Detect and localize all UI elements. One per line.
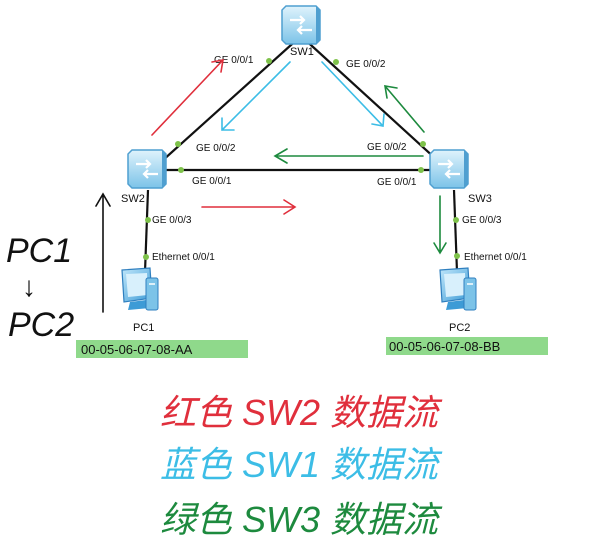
links xyxy=(143,35,459,273)
port-label: GE 0/0/3 xyxy=(152,215,192,226)
mac-box-pc1 xyxy=(76,340,248,358)
switch-icon xyxy=(281,5,321,45)
handwritten-annotation: PC1 ↓ PC2 xyxy=(6,232,74,344)
red-arrow-sw2-to-sw3 xyxy=(201,199,297,215)
link-sw1-sw3 xyxy=(300,35,449,171)
port-dot xyxy=(145,217,151,223)
port-dot xyxy=(175,141,181,147)
port-dot xyxy=(420,141,426,147)
port-dots xyxy=(143,58,460,260)
black-up-arrow xyxy=(95,192,111,313)
green-flow-arrows xyxy=(273,85,447,255)
link-sw1-sw2 xyxy=(151,35,302,171)
legend-red: 红色 SW2 数据流 xyxy=(160,392,443,433)
blue-arrow-sw1-to-sw3 xyxy=(321,61,385,127)
device-label-sw3: SW3 xyxy=(468,193,492,205)
port-dot xyxy=(454,253,460,259)
switch-sw3[interactable] xyxy=(429,149,469,189)
legend: 红色 SW2 数据流 蓝色 SW1 数据流 绿色 SW3 数据流 xyxy=(160,392,443,540)
port-label: GE 0/0/2 xyxy=(367,142,407,153)
device-label-sw1: SW1 xyxy=(290,46,314,58)
green-arrow-sw3-to-sw1 xyxy=(384,85,425,133)
port-label: GE 0/0/3 xyxy=(462,215,502,226)
mac-box-pc2 xyxy=(386,337,548,355)
legend-blue: 蓝色 SW1 数据流 xyxy=(160,444,443,485)
green-arrow-sw3-to-pc2 xyxy=(433,195,447,255)
mac-address-pc2: 00-05-06-07-08-BB xyxy=(389,339,500,354)
pc-icon xyxy=(439,267,477,311)
device-label-pc2: PC2 xyxy=(449,322,470,334)
port-dot xyxy=(143,254,149,260)
port-dot xyxy=(266,58,272,64)
port-dot xyxy=(178,167,184,173)
red-flow-arrows xyxy=(151,59,297,215)
pc-pc2[interactable] xyxy=(439,267,477,311)
port-label: GE 0/0/1 xyxy=(192,176,232,187)
device-label-pc1: PC1 xyxy=(133,322,154,334)
pc-icon xyxy=(121,267,159,311)
annotation-pc1: PC1 xyxy=(6,232,72,270)
switch-icon xyxy=(429,149,469,189)
red-arrow-sw2-to-sw1 xyxy=(151,59,224,136)
annotation-arrow: ↓ xyxy=(22,271,36,302)
port-label: GE 0/0/2 xyxy=(346,59,386,70)
switch-sw2[interactable] xyxy=(127,149,167,189)
port-label: Ethernet 0/0/1 xyxy=(464,252,527,263)
blue-arrow-sw1-to-sw2 xyxy=(221,61,291,131)
switch-sw1[interactable] xyxy=(281,5,321,45)
port-dot xyxy=(333,59,339,65)
port-dot xyxy=(453,217,459,223)
port-dot xyxy=(418,167,424,173)
switch-icon xyxy=(127,149,167,189)
device-label-sw2: SW2 xyxy=(121,193,145,205)
mac-address-pc1: 00-05-06-07-08-AA xyxy=(81,342,193,357)
port-label: Ethernet 0/0/1 xyxy=(152,252,215,263)
green-arrow-sw3-to-sw2 xyxy=(273,148,424,164)
pc-pc1[interactable] xyxy=(121,267,159,311)
blue-flow-arrows xyxy=(221,61,385,131)
port-label: GE 0/0/1 xyxy=(377,177,417,188)
port-label: GE 0/0/1 xyxy=(214,55,254,66)
port-label: GE 0/0/2 xyxy=(196,143,236,154)
annotation-pc2: PC2 xyxy=(8,306,74,344)
legend-green: 绿色 SW3 数据流 xyxy=(160,499,443,540)
link-sw3-pc2 xyxy=(452,189,459,273)
